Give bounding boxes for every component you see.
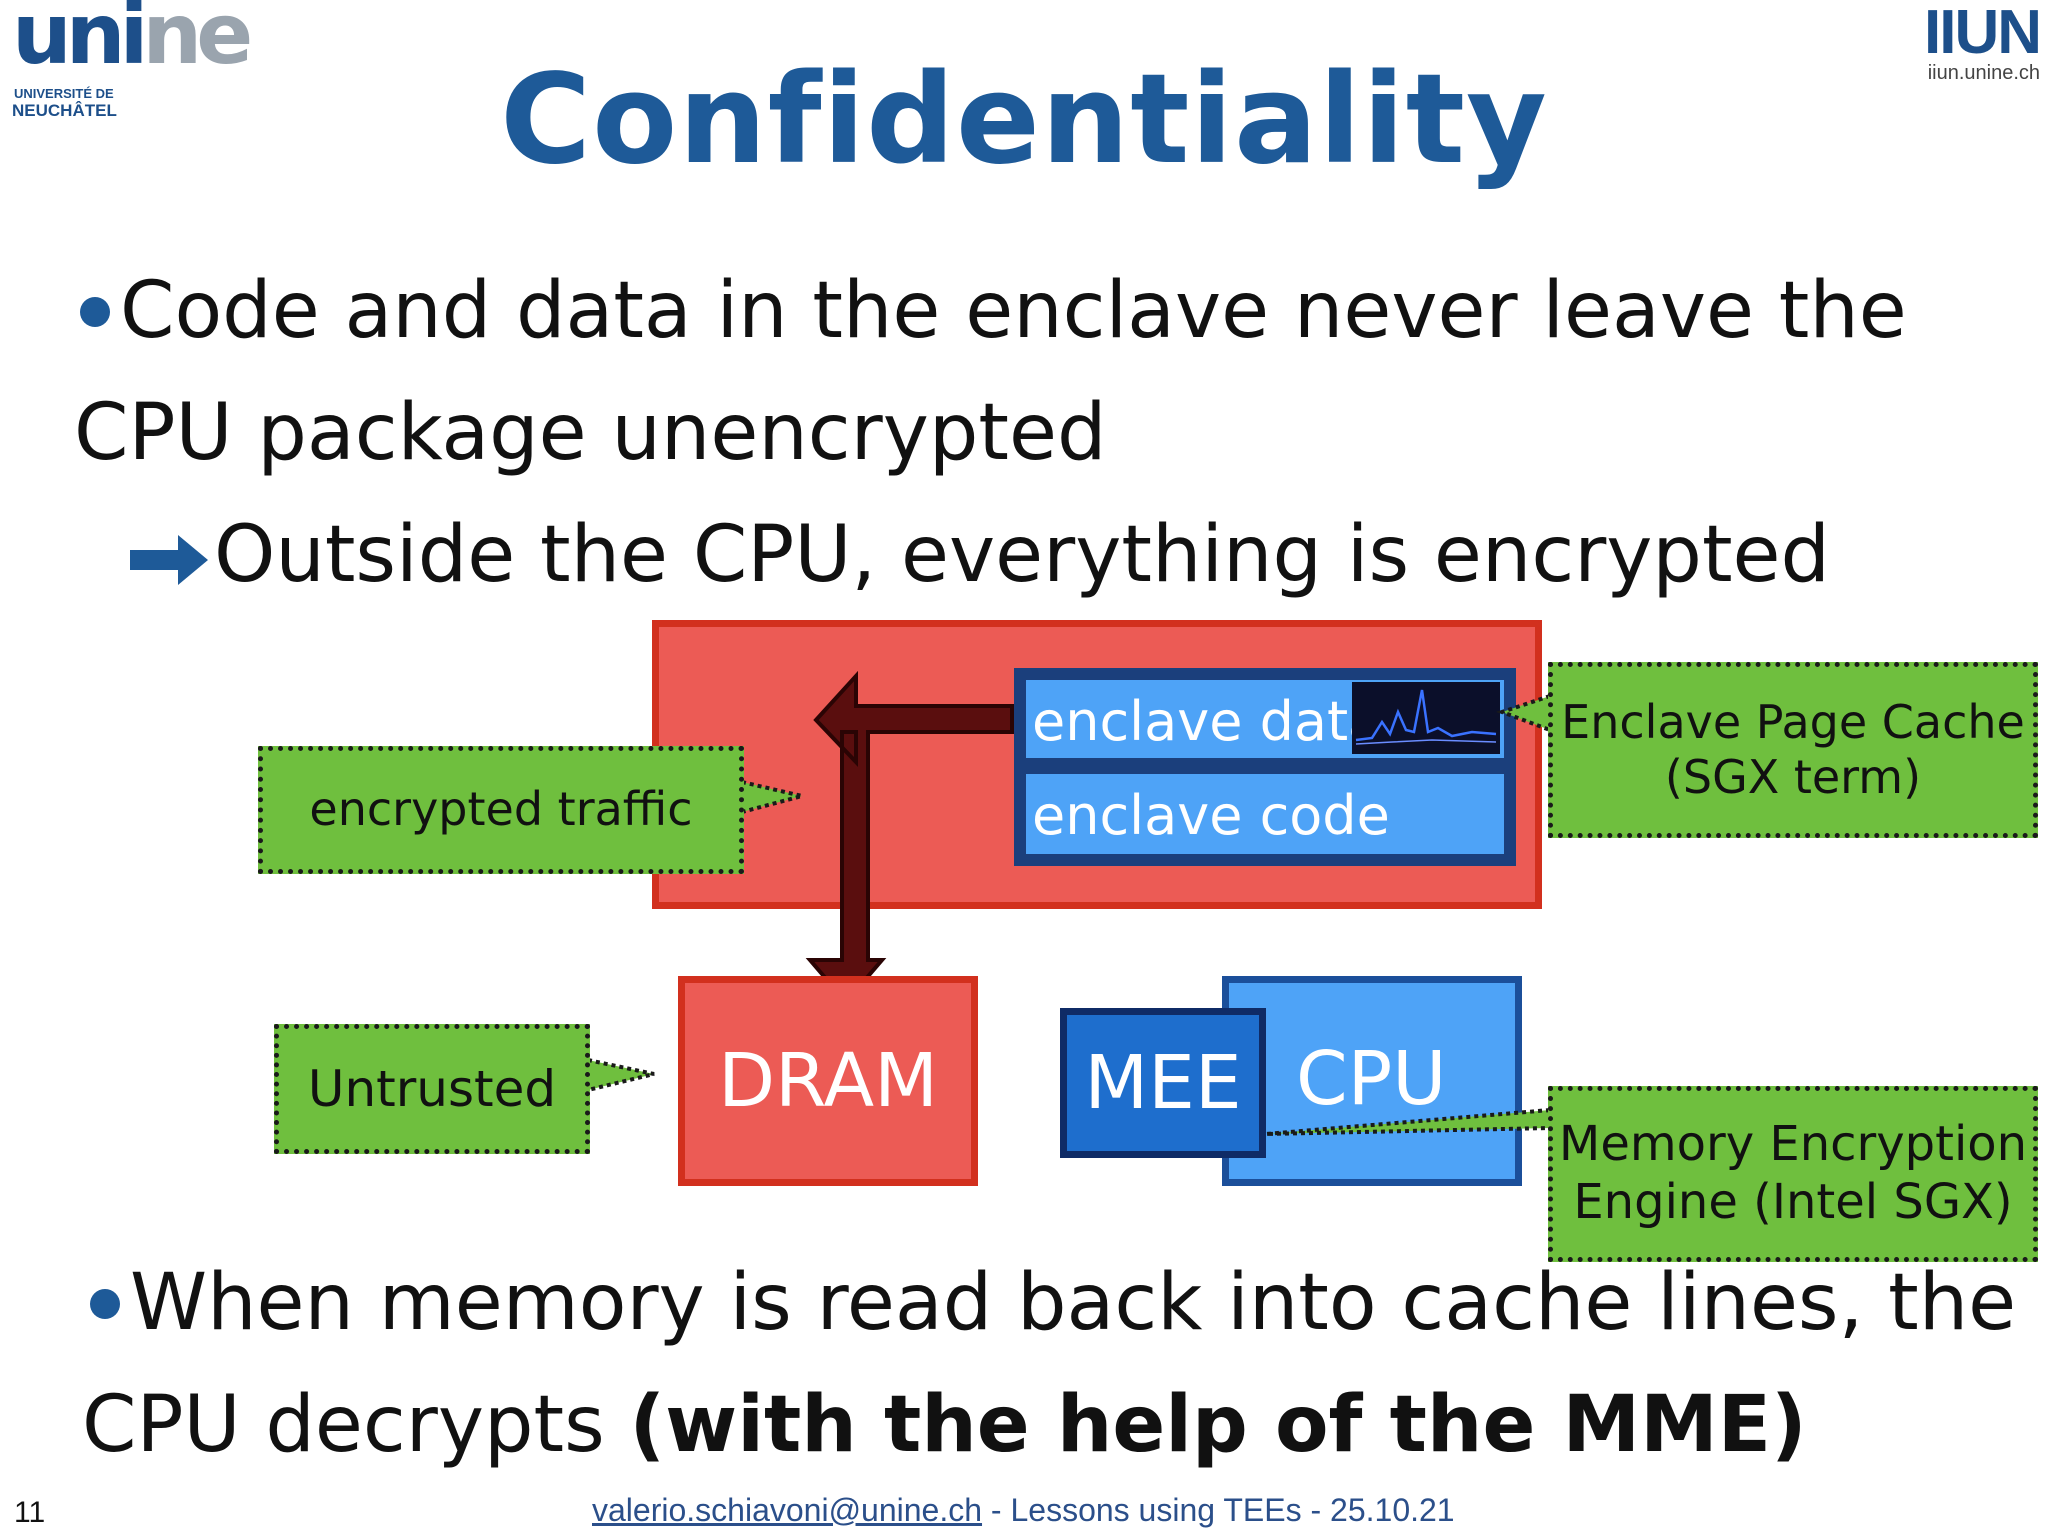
footer-info: - Lessons using TEEs - 25.10.21 bbox=[982, 1492, 1455, 1528]
encrypted-traffic-arrow-icon bbox=[805, 670, 1014, 1006]
waveform-thumbnail bbox=[1352, 682, 1500, 754]
enclave-code-box bbox=[1026, 774, 1504, 854]
callout-epc-line-2: (SGX term) bbox=[1664, 750, 1922, 804]
bullet-1-line-1: Code and data in the enclave never leave… bbox=[80, 272, 1907, 350]
footer-email-link[interactable]: valerio.schiavoni@unine.ch bbox=[592, 1492, 983, 1528]
bullet-dot-icon bbox=[90, 1288, 120, 1319]
sub-bullet: Outside the CPU, everything is encrypted bbox=[130, 516, 1830, 594]
bullet-2-line-1-text: When memory is read back into cache line… bbox=[130, 1258, 2017, 1348]
enclave-data-label: enclave data bbox=[1032, 690, 1382, 753]
iiun-logo-url: iiun.unine.ch bbox=[1927, 62, 2040, 84]
unine-logo: unine bbox=[12, 0, 253, 76]
slide-title: Confidentiality bbox=[500, 48, 1548, 192]
callout-untrusted-text: Untrusted bbox=[307, 1060, 557, 1118]
callout-encrypted-traffic-text: encrypted traffic bbox=[309, 782, 693, 837]
cpu-box bbox=[1222, 976, 1522, 1186]
callout-untrusted: Untrusted bbox=[274, 1024, 590, 1154]
dram-label: DRAM bbox=[718, 1038, 938, 1124]
callout-epc-line-1: Enclave Page Cache bbox=[1561, 694, 2025, 749]
sub-bullet-text: Outside the CPU, everything is encrypted bbox=[214, 510, 1831, 600]
cpu-label: CPU bbox=[1296, 1036, 1447, 1122]
enclave-code-label: enclave code bbox=[1032, 784, 1390, 847]
iiun-logo: IIUN bbox=[1924, 0, 2042, 67]
callout-memory-encryption-engine: Memory Encryption Engine (Intel SGX) bbox=[1548, 1086, 2038, 1262]
mee-label: MEE bbox=[1084, 1040, 1242, 1126]
unine-logo-part2: ne bbox=[142, 0, 253, 83]
footer: valerio.schiavoni@unine.ch - Lessons usi… bbox=[592, 1492, 1455, 1529]
page-number: 11 bbox=[14, 1496, 46, 1529]
waveform-icon bbox=[1355, 689, 1497, 745]
callout-enclave-page-cache: Enclave Page Cache (SGX term) bbox=[1548, 662, 2038, 838]
bullet-1-line-2: CPU package unencrypted bbox=[74, 388, 1107, 478]
arrow-right-icon bbox=[130, 534, 208, 585]
mee-box: MEE bbox=[1060, 1008, 1266, 1158]
dram-box: DRAM bbox=[678, 976, 978, 1186]
bullet-1-line-1-text: Code and data in the enclave never leave… bbox=[120, 266, 1907, 356]
bullet-dot-icon bbox=[80, 296, 110, 327]
bullet-2-line-2-bold: (with the help of the MME) bbox=[629, 1380, 1807, 1470]
bullet-2-line-1: When memory is read back into cache line… bbox=[90, 1264, 2016, 1342]
callout-encrypted-traffic: encrypted traffic bbox=[258, 746, 744, 874]
unine-logo-subtitle-1: UNIVERSITÉ DE bbox=[14, 86, 114, 101]
unine-logo-part1: uni bbox=[12, 0, 148, 83]
callout-mee-line-2: Engine (Intel SGX) bbox=[1573, 1174, 2013, 1230]
callout-mee-line-1: Memory Encryption bbox=[1558, 1116, 2028, 1173]
bullet-2-line-2: CPU decrypts (with the help of the MME) bbox=[82, 1386, 1807, 1464]
unine-logo-subtitle-2: NEUCHÂTEL bbox=[12, 101, 117, 120]
bullet-2-line-2-plain: CPU decrypts bbox=[82, 1380, 630, 1470]
